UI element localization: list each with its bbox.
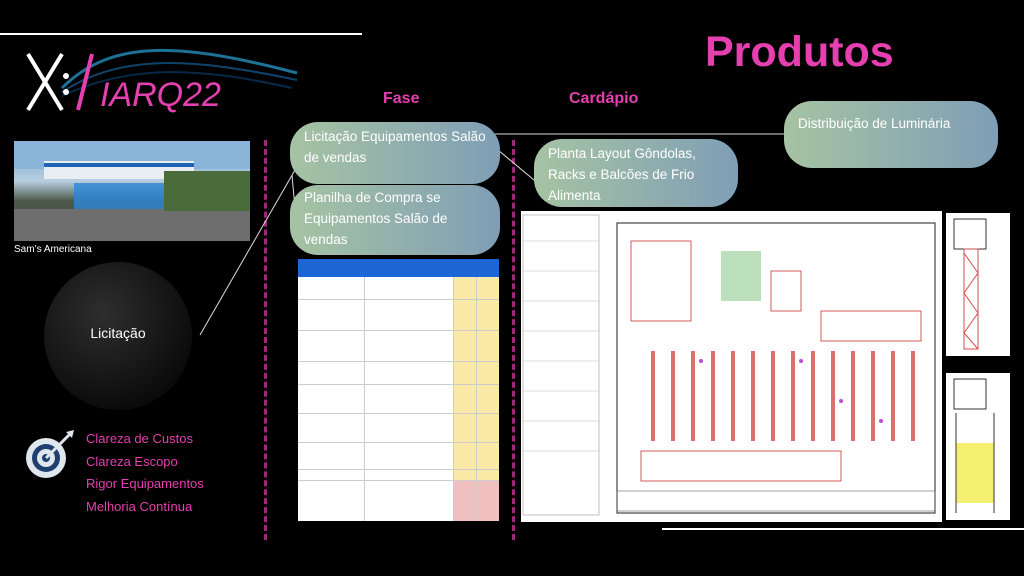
- goal-item: Rigor Equipamentos: [86, 476, 204, 491]
- photo-caption: Sam’s Americana: [14, 244, 92, 255]
- target-icon: [26, 430, 74, 478]
- elevation-drawing-rack: [946, 213, 1010, 356]
- top-divider: [0, 33, 362, 35]
- spreadsheet-thumbnail: [298, 259, 499, 521]
- column-fase: Fase: [383, 90, 420, 107]
- pill-planilha: Planilha de Compra se Equipamentos Salão…: [290, 185, 500, 255]
- elevation-drawing-lighting: [946, 373, 1010, 520]
- floor-plan-thumbnail: [521, 211, 942, 522]
- logo-text: IARQ22: [100, 76, 221, 114]
- pill-distribuicao: Distribuição de Luminária: [784, 101, 998, 168]
- store-photo: [14, 141, 250, 241]
- column-cardapio: Cardápio: [569, 90, 639, 107]
- goal-item: Melhoria Contínua: [86, 498, 193, 514]
- goal-item: Clareza Escopo: [86, 453, 178, 469]
- logo: IARQ22: [26, 48, 298, 114]
- goals-list: Clareza de Custos Clareza Escopo Rigor E…: [86, 428, 204, 518]
- dashed-divider: [512, 140, 515, 540]
- bottom-divider: [662, 528, 1024, 530]
- dashed-divider: [264, 140, 267, 540]
- goal-item: Clareza de Custos: [86, 431, 193, 446]
- page-title: Produtos: [705, 28, 894, 76]
- pill-licitacao: Licitação Equipamentos Salão de vendas: [290, 122, 500, 184]
- pill-planta: Planta Layout Gôndolas, Racks e Balcões …: [534, 139, 738, 207]
- licitacao-circle: [44, 262, 192, 410]
- circle-label: Licitação: [90, 325, 146, 341]
